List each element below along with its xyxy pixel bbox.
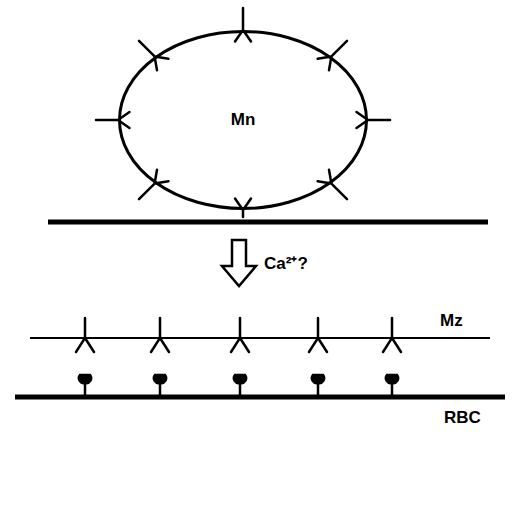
membrane-label: RBC [442, 408, 483, 428]
rbc-ligands [79, 375, 398, 397]
cell-name: Mn [231, 110, 256, 130]
membrane-receptors [76, 318, 401, 352]
block-arrow [222, 240, 256, 286]
rbc-line [15, 395, 505, 400]
surface-line [48, 220, 488, 225]
cell-ellipse: Mn [118, 30, 368, 210]
membrane-line [30, 337, 490, 339]
cell-receptors [96, 8, 390, 217]
ion-label: Ca²⁺? [262, 251, 310, 274]
membrane-label: Mz [438, 311, 465, 331]
